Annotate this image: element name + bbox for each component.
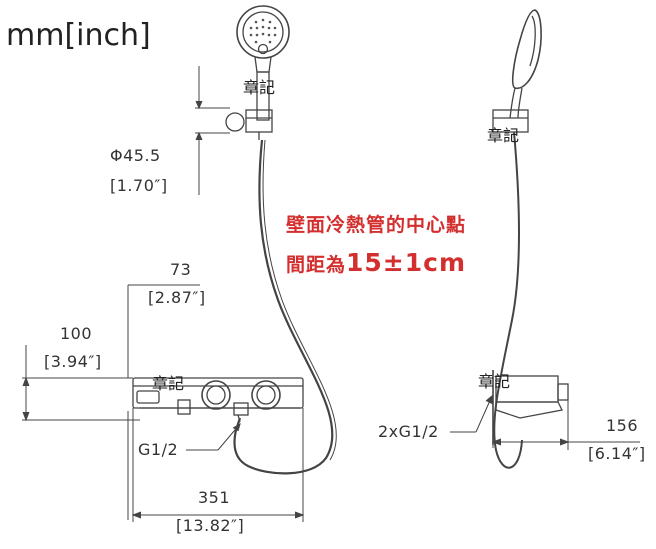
dim-351-mm: 351 <box>198 488 231 507</box>
dim-156 <box>491 400 640 450</box>
side-view <box>450 9 640 469</box>
dim-g12-label: G1/2 <box>138 440 179 459</box>
dim-g12-leader <box>186 422 241 451</box>
dim-73-in: [2.87″] <box>148 288 206 307</box>
dim-2xg12-leader <box>450 394 493 433</box>
dim-100-in: [3.94″] <box>44 352 102 371</box>
note-line-1: 壁面冷熱管的中心點 <box>286 214 467 236</box>
dim-351 <box>131 408 305 522</box>
stamp-label-side-holder: 章記 <box>487 126 520 145</box>
wall-holder <box>225 109 273 140</box>
note-line-2-prefix: 間距為 <box>286 254 347 276</box>
note-line-2: 間距為15±1cm <box>286 248 466 277</box>
hose <box>233 139 334 475</box>
dim-2xg12-label: 2xG1/2 <box>378 422 439 441</box>
side-mixer <box>495 375 569 419</box>
units-label: mm[inch] <box>6 18 151 53</box>
dim-351-in: [13.82″] <box>176 516 245 535</box>
dim-100-mm: 100 <box>60 324 93 343</box>
side-shower-head <box>512 9 542 90</box>
note-line-2-value: 15±1cm <box>346 248 467 277</box>
side-hose <box>493 131 523 469</box>
dim-diameter-mm: Φ45.5 <box>110 146 161 165</box>
dim-73-mm: 73 <box>170 260 192 279</box>
dim-156-mm: 156 <box>606 416 639 435</box>
stamp-label-mixer: 章記 <box>152 374 185 393</box>
front-view <box>22 5 337 522</box>
stamp-label-side-mixer: 章記 <box>478 372 511 391</box>
dim-73 <box>127 284 200 520</box>
dim-diameter <box>195 66 230 195</box>
dim-156-in: [6.14″] <box>588 444 646 463</box>
thermostatic-mixer <box>132 377 304 423</box>
shower-head <box>236 5 290 121</box>
dim-diameter-in: [1.70″] <box>110 176 168 195</box>
stamp-label-head: 章記 <box>243 78 276 97</box>
dim-100 <box>22 345 140 422</box>
